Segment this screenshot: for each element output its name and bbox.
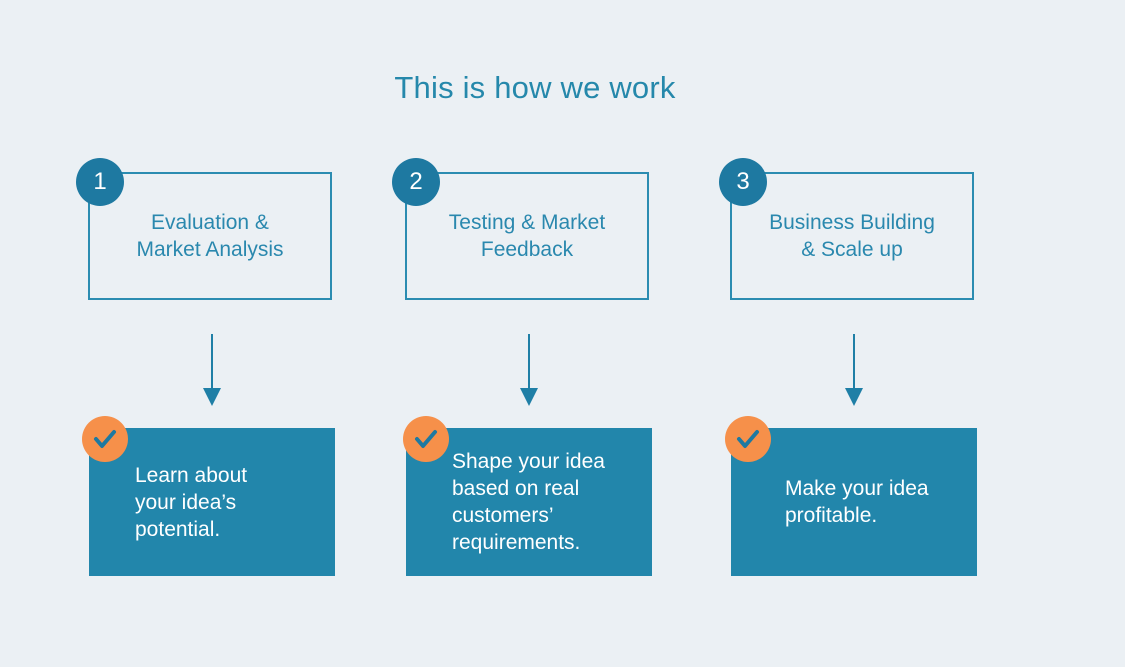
step-box-3: Business Building & Scale up [730, 172, 974, 300]
step-label-3: Business Building & Scale up [769, 211, 935, 261]
checkmark-icon [725, 416, 771, 462]
result-text-3: Make your idea profitable. [785, 477, 929, 527]
arrow-down-icon [520, 334, 538, 406]
step-number-3: 3 [719, 158, 767, 206]
result-text-1: Learn about your idea’s potential. [135, 463, 248, 541]
result-box-1: Learn about your idea’s potential. [89, 428, 335, 576]
checkmark-icon [82, 416, 128, 462]
arrow-down-icon [203, 334, 221, 406]
result-box-2: Shape your idea based on real customers’… [406, 428, 652, 576]
page-title: This is how we work [394, 70, 676, 105]
step-number-1: 1 [76, 158, 124, 206]
result-box-3: Make your idea profitable. [731, 428, 977, 576]
step-box-2: Testing & Market Feedback [405, 172, 649, 300]
checkmark-icon [403, 416, 449, 462]
result-text-2: Shape your idea based on real customers’… [452, 450, 605, 554]
step-number-2: 2 [392, 158, 440, 206]
step-box-1: Evaluation & Market Analysis [88, 172, 332, 300]
step-label-1: Evaluation & Market Analysis [136, 211, 284, 261]
arrow-down-icon [845, 334, 863, 406]
step-label-2: Testing & Market Feedback [448, 211, 606, 261]
